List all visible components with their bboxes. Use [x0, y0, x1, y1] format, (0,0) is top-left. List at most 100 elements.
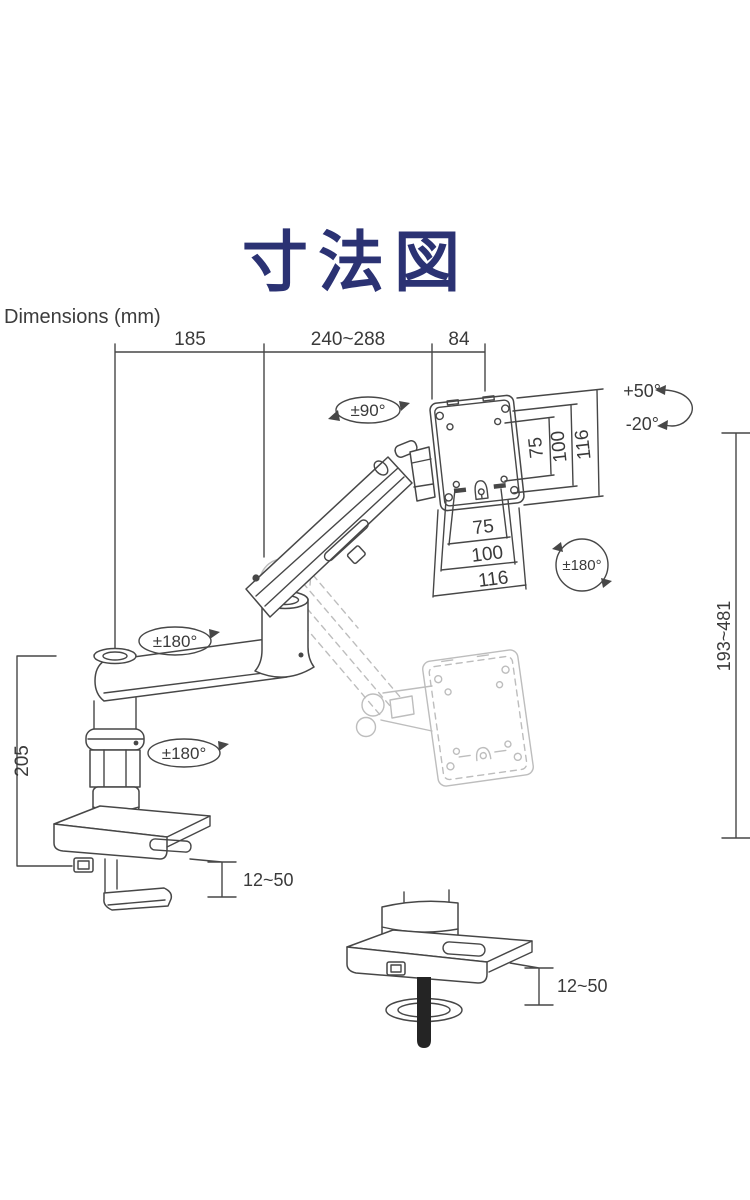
head-cylinder — [409, 446, 436, 502]
elbow-swivel-label: ±180° — [153, 632, 198, 651]
ghost-head-joint-lower — [355, 716, 377, 738]
usb-port-inner — [77, 860, 90, 870]
ghost-plate-outline — [422, 649, 534, 787]
arm-end-hole — [373, 460, 389, 476]
grommet-right-edge — [488, 940, 533, 973]
vesa-rotation-arrow — [555, 538, 609, 592]
vesa-hole — [452, 480, 461, 489]
vesa-h-75: 75 — [472, 516, 496, 539]
pole-hex-nut — [89, 749, 141, 788]
ghost-arm-position — [257, 557, 534, 787]
vesa-plate-outline — [429, 394, 525, 512]
arrowhead — [218, 741, 229, 751]
vesa-latch — [474, 480, 489, 501]
usb-port — [73, 857, 94, 873]
vesa-hole — [509, 485, 519, 495]
arrowhead — [601, 578, 612, 588]
lower-arm-edge-line — [103, 669, 288, 694]
ghost-hole — [452, 747, 461, 756]
vesa-v-116: 116 — [572, 428, 596, 460]
dim-head-depth: 84 — [448, 329, 470, 350]
vesa-v-75: 75 — [525, 436, 548, 459]
vesa-slot — [453, 487, 467, 494]
elbow-screw — [298, 652, 304, 658]
cable-clip — [346, 545, 366, 565]
vesa-h-116: 116 — [477, 567, 510, 592]
grommet-usb-port — [386, 961, 406, 976]
grommet-thickness-dimension: 12~50 — [509, 962, 608, 1006]
vesa-slot — [493, 483, 506, 489]
vesa-vertical-dim-lines — [504, 388, 604, 506]
arrowhead — [209, 629, 220, 639]
ghost-latch-dot — [479, 751, 487, 760]
vesa-top-notch — [482, 395, 495, 402]
clamp-thickness-lines — [189, 858, 237, 898]
top-dimension-lines — [114, 343, 486, 651]
arrowhead — [657, 420, 668, 430]
ghost-head-joint — [361, 693, 385, 717]
page-title: 寸法図 — [242, 225, 470, 299]
arrowhead — [399, 401, 410, 411]
vesa-hole — [500, 475, 508, 483]
head-joint — [394, 440, 436, 502]
collar-screw — [133, 740, 139, 746]
pole-cap — [93, 647, 137, 665]
grommet-front-face — [346, 946, 488, 984]
top-dimension-group: 185 240~288 84 — [114, 329, 486, 651]
grommet-base — [346, 889, 533, 1048]
ghost-hole — [513, 752, 522, 762]
grommet-bolt — [417, 977, 431, 1048]
vesa-hole — [493, 417, 502, 426]
upper-arm-body — [245, 456, 413, 618]
rotation-indicators: ±90° ±180° ±180° ±180° +50° -20° — [138, 381, 693, 768]
clamp-right-edge — [166, 815, 211, 848]
vesa-top-notch — [446, 399, 460, 406]
ghost-hole — [446, 762, 455, 771]
base-swivel-label: ±180° — [162, 744, 207, 763]
ghost-hole — [495, 680, 504, 689]
head-cylinder-seams — [411, 458, 434, 488]
clamp-thickness-label: 12~50 — [243, 870, 294, 890]
head-swivel-arrow — [335, 396, 401, 424]
tilt-down-label: -20° — [626, 414, 659, 434]
grommet-top-slot — [442, 941, 486, 957]
upper-arm-detail-lines — [255, 467, 405, 607]
upper-arm — [245, 456, 413, 618]
arrowhead — [328, 410, 340, 421]
elbow-column — [254, 598, 315, 678]
height-range-label: 193~481 — [714, 601, 734, 672]
clamp-bracket — [104, 858, 118, 893]
vesa-v-100: 100 — [547, 430, 571, 464]
elbow-swivel-arrow — [138, 626, 212, 656]
ghost-hole — [504, 740, 512, 748]
vesa-latch-dot — [477, 488, 485, 496]
units-label: Dimensions (mm) — [4, 306, 161, 328]
ghost-head-links — [380, 685, 433, 732]
dim-arm-reach: 240~288 — [311, 329, 386, 350]
grommet-usb-inner — [390, 964, 402, 973]
vesa-h-100: 100 — [470, 542, 504, 567]
ghost-vesa-plate — [422, 649, 534, 787]
ghost-hole — [444, 688, 452, 696]
tilt-arc — [663, 389, 693, 427]
clamp-top-slot — [149, 838, 192, 853]
vesa-rotation-label: ±180° — [562, 557, 601, 574]
pole-and-clamp-base — [53, 647, 211, 911]
vesa-hole — [444, 493, 453, 502]
vesa-hole — [501, 404, 510, 413]
height-range-dimension: 193~481 — [714, 432, 750, 839]
arrowhead — [655, 385, 666, 395]
vesa-hole — [446, 423, 454, 431]
pole-cap-inner — [102, 651, 128, 661]
tilt-up-label: +50° — [623, 381, 661, 401]
vesa-horizontal-dim-lines — [432, 488, 527, 598]
vesa-hole — [435, 411, 445, 421]
clamp-front-face — [53, 823, 168, 860]
pole-height-dimension: 205 — [12, 655, 73, 867]
ghost-plate-inner — [428, 655, 528, 781]
height-range-lines — [721, 432, 750, 839]
dim-base-to-elbow: 185 — [174, 329, 206, 350]
